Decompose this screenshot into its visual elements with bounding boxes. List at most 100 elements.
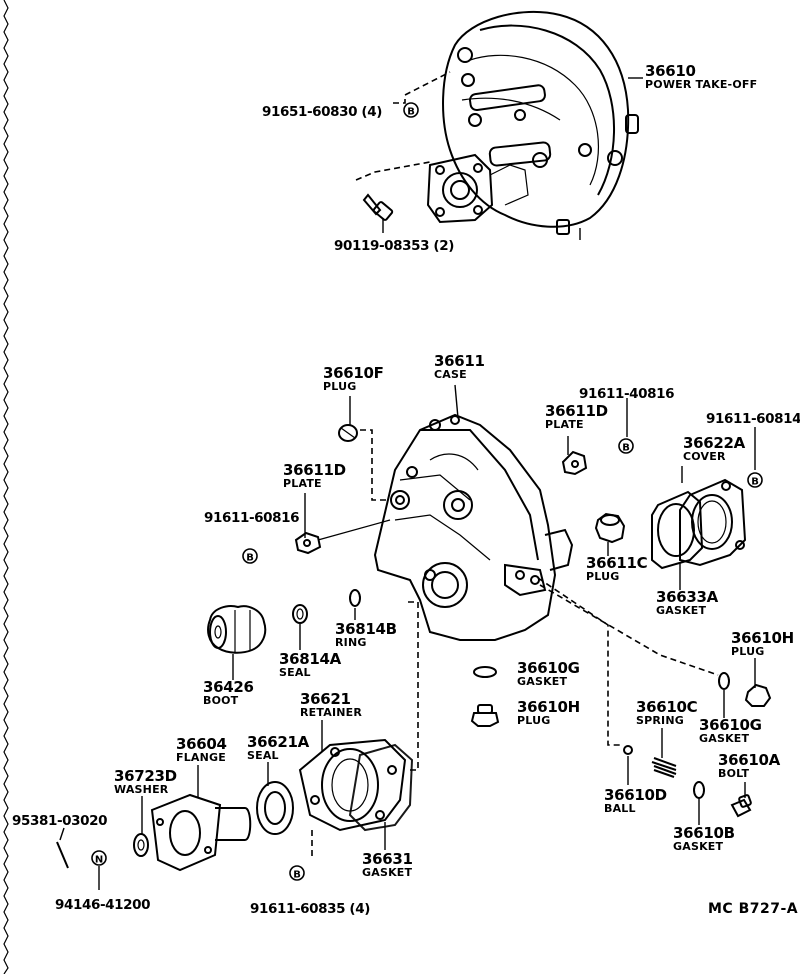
label-36622A: 36622A COVER: [683, 434, 745, 463]
part-number: 36631: [362, 850, 413, 868]
label-36611: 36611 CASE: [434, 352, 485, 381]
part-name: BOLT: [718, 767, 750, 780]
part-number: 36610A: [718, 751, 780, 769]
part-name: RING: [335, 636, 367, 649]
part-name: GASKET: [673, 840, 724, 853]
label-91611-60814: 91611-60814: [706, 410, 800, 427]
part-name: GASKET: [699, 732, 750, 745]
part-name: CASE: [434, 368, 467, 381]
label-91611-60835: 91611-60835 (4): [250, 900, 370, 917]
label-36611D-right: 36611D PLATE: [545, 402, 608, 431]
label-36631: 36631 GASKET: [362, 850, 413, 879]
part-number: 36610H: [517, 698, 580, 716]
label-90119: 90119-08353 (2): [334, 237, 454, 254]
part-name: PLUG: [586, 570, 620, 583]
part-number: 36622A: [683, 434, 745, 452]
part-name: COVER: [683, 450, 726, 463]
reference-code: MC B727-A: [708, 901, 799, 917]
gasket-36631-drawing: [348, 743, 414, 832]
label-36814A: 36814A SEAL: [279, 652, 341, 679]
part-number: 91611-60835 (4): [250, 901, 370, 917]
part-number: 36814B: [335, 620, 397, 638]
seal-36621A-drawing: [256, 781, 294, 835]
part-number: 36723D: [114, 767, 177, 785]
part-name: WASHER: [114, 783, 169, 796]
label-91611-40816: 91611-40816: [579, 385, 675, 402]
part-name: GASKET: [362, 866, 413, 879]
part-number: 36610D: [604, 786, 667, 804]
part-number: 91611-40816: [579, 386, 675, 402]
part-number: 36610: [645, 62, 696, 80]
flange-36604-drawing: [150, 793, 252, 872]
label-36633A: 36633A GASKET: [656, 588, 718, 617]
part-name: SEAL: [279, 666, 311, 679]
part-number: 36610G: [699, 716, 762, 734]
case-36611-drawing: [373, 413, 574, 641]
bolt-90119-drawing: [362, 193, 394, 221]
label-36426: 36426 BOOT: [203, 678, 254, 707]
plug-36610F-drawing: [338, 424, 358, 442]
part-number: 90119-08353 (2): [334, 238, 454, 254]
label-36610B: 36610B GASKET: [673, 824, 735, 853]
part-number: 36426: [203, 678, 254, 696]
label-36814B: 36814B RING: [335, 620, 397, 649]
part-name: SEAL: [247, 749, 279, 762]
part-number: 36610B: [673, 824, 735, 842]
label-36621: 36621 RETAINER: [300, 692, 363, 719]
label-36610H-center: 36610H PLUG: [517, 698, 580, 727]
ring-36814B-drawing: [349, 589, 361, 607]
part-name: PLUG: [323, 380, 357, 393]
label-36611D-left: 36611D PLATE: [283, 463, 346, 490]
part-number: 36621A: [247, 733, 309, 751]
part-number: 91611-60814: [706, 411, 800, 427]
label-36610C: 36610C SPRING: [636, 698, 698, 727]
label-36610H-right: 36610H PLUG: [731, 631, 794, 658]
label-36610A: 36610A BOLT: [718, 751, 780, 780]
label-91651: 91651-60830 (4): [262, 103, 382, 120]
part-name: BALL: [604, 802, 636, 815]
part-number: 36611D: [545, 402, 608, 420]
gasket-36633A-drawing: [651, 490, 704, 570]
part-number: 91611-60816: [204, 510, 300, 526]
part-name: FLANGE: [176, 751, 226, 764]
part-number: 36604: [176, 735, 227, 753]
part-name: POWER TAKE-OFF: [645, 78, 758, 91]
label-36604: 36604 FLANGE: [176, 735, 227, 764]
part-name: GASKET: [656, 604, 707, 617]
part-number: 36633A: [656, 588, 718, 606]
gasket-36610G-right-drawing: [718, 672, 730, 690]
label-36723D: 36723D WASHER: [114, 767, 177, 796]
part-name: RETAINER: [300, 706, 363, 719]
label-91611-60816: 91611-60816: [204, 509, 300, 526]
part-name: PLUG: [517, 714, 551, 727]
label-95381: 95381-03020: [12, 812, 108, 829]
part-name: SPRING: [636, 714, 684, 727]
plate-36611D-left-drawing: [294, 531, 322, 555]
part-name: PLUG: [731, 645, 765, 658]
label-36610G-center: 36610G GASKET: [517, 661, 580, 688]
part-number: 36610F: [323, 364, 384, 382]
label-36610G-right: 36610G GASKET: [699, 716, 762, 745]
bolt-36610A-drawing: [730, 794, 752, 818]
part-number: 36611C: [586, 554, 648, 572]
washer-36723D-drawing: [133, 833, 149, 857]
plug-36610H-center-drawing: [470, 704, 500, 727]
part-number: 94146-41200: [55, 897, 151, 913]
part-number: 36611: [434, 352, 485, 370]
diagram-reference: MC B727-A: [708, 900, 798, 916]
pin-95381-drawing: [56, 841, 69, 869]
label-36621A: 36621A SEAL: [247, 733, 309, 762]
gasket-36610G-center-drawing: [473, 666, 497, 678]
label-36610D: 36610D BALL: [604, 786, 667, 815]
page-border-left: [3, 0, 9, 974]
part-name: PLATE: [545, 418, 584, 431]
part-number: 95381-03020: [12, 813, 108, 829]
plug-36611C-drawing: [594, 512, 626, 544]
boot-36426-drawing: [207, 605, 267, 654]
ball-36610D-drawing: [623, 745, 633, 755]
part-number: 36610C: [636, 698, 698, 716]
cover-36622A-drawing: [679, 478, 747, 567]
plug-36610H-right-drawing: [744, 683, 772, 707]
plate-36611D-right-drawing: [561, 450, 588, 476]
